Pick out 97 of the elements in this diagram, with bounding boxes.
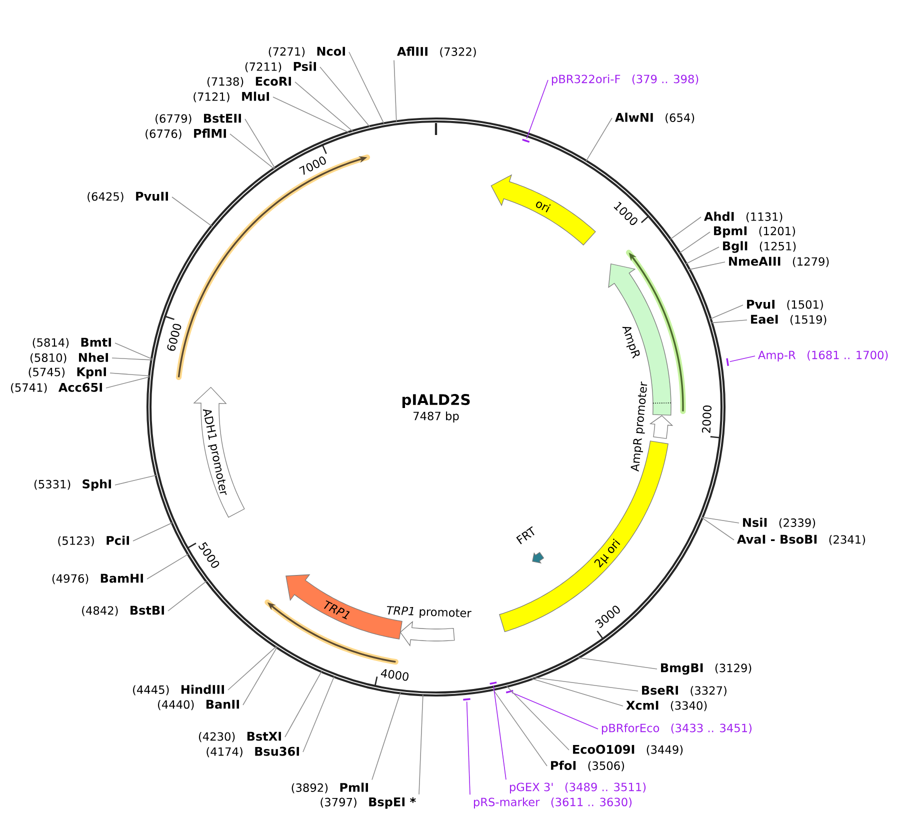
leader-line <box>294 82 354 132</box>
leader-line <box>284 670 322 738</box>
leader-line <box>466 701 470 795</box>
leader-line <box>114 342 152 360</box>
site-label: (4230) BstXI <box>198 732 281 742</box>
leader-line <box>670 216 702 240</box>
site-feature: FRT <box>516 526 544 564</box>
leader-line <box>302 676 335 752</box>
leader-line <box>320 66 370 128</box>
leader-line <box>688 262 726 270</box>
primer-mark <box>726 358 729 366</box>
site-label: (6776) PflMI <box>146 128 226 140</box>
leader-line <box>146 554 189 580</box>
site-label: AhdI (1131) <box>704 212 782 222</box>
leader-line <box>710 304 744 320</box>
leader-line <box>168 580 207 612</box>
primer-label: pBR322ori-F (379 .. 398) <box>552 74 698 86</box>
leader-line <box>394 60 397 122</box>
primer-mark <box>506 690 514 694</box>
leader-line <box>679 232 710 254</box>
primer-mark <box>463 698 470 701</box>
site-label: (5741) Acc65I <box>11 382 102 394</box>
site-label: EcoO109I (3449) <box>573 744 683 756</box>
site-label: (3892) PmlI <box>292 782 368 794</box>
primer-mark <box>522 138 530 143</box>
leader-line <box>534 677 638 692</box>
leader-line <box>112 358 152 360</box>
tick-label: 6000 <box>167 324 182 351</box>
tick-label: 7000 <box>298 156 326 175</box>
site-label: (5745) KpnI <box>28 367 106 379</box>
site-label: EaeI (1519) <box>751 314 826 326</box>
node-label: FRT <box>516 526 534 544</box>
site-label: (5331) SphI <box>34 479 111 491</box>
site-label: BglI (1251) <box>723 241 796 253</box>
site-label: (5810) NheI <box>30 352 108 364</box>
leader-line <box>132 522 173 542</box>
site-label: (3797) BspEI * <box>320 797 416 809</box>
tick-label: 2000 <box>702 405 712 433</box>
site-label: (7138) EcoRI <box>207 76 291 88</box>
site-label: BpmI (1201) <box>714 226 796 238</box>
leader-line <box>511 692 598 730</box>
site-label: (7211) PsiI <box>245 62 316 72</box>
site-label: (4174) Bsu36I <box>206 746 299 758</box>
leader-line <box>348 52 384 124</box>
leader-line <box>526 80 548 139</box>
site-label: (6779) BstEII <box>156 114 241 124</box>
primer-label: Amp-R (1681 .. 1700) <box>758 350 888 362</box>
leader-line <box>228 646 277 690</box>
site-label: (6425) PvuII <box>88 192 168 202</box>
leader-line <box>702 516 740 524</box>
leader-line <box>372 692 401 780</box>
site-label: AflIII (7322) <box>397 46 476 58</box>
leader-line <box>586 118 612 162</box>
site-label: PfoI (3506) <box>551 760 624 772</box>
leader-line <box>686 246 720 264</box>
leader-line <box>577 657 658 670</box>
site-label: BseRI (3327) <box>642 686 726 696</box>
leader-line <box>114 474 157 486</box>
plasmid-name: pIALD2S <box>402 394 470 408</box>
site-label: NmeAIII (1279) <box>729 256 829 268</box>
sequence-length: 7487 bp <box>414 412 459 422</box>
site-label: (5814) BmtI <box>32 338 111 348</box>
primer-label: pRS-marker (3611 .. 3630) <box>474 798 632 808</box>
leader-line <box>492 688 548 766</box>
site-label: (4976) BamHI <box>52 574 143 584</box>
site-label: AvaI - BsoBI (2341) <box>737 534 866 546</box>
leader-line <box>711 320 748 324</box>
leader-line <box>531 678 624 706</box>
leader-line <box>172 196 212 227</box>
promoter-feature: ADH1 promoter <box>193 386 245 518</box>
site-label: (5123) PciI <box>58 536 129 546</box>
site-label: (4842) BstBI <box>82 606 164 616</box>
site-label: (7121) MluI <box>194 92 269 102</box>
primer-label: pGEX 3' (3489 .. 3511) <box>510 782 646 794</box>
leader-line <box>244 118 276 169</box>
leader-line <box>493 685 506 780</box>
site-label: XcmI (3340) <box>626 700 707 712</box>
site-label: BmgBI (3129) <box>661 663 752 675</box>
leader-line <box>242 646 278 706</box>
site-label: PvuI (1501) <box>747 300 823 310</box>
site-label: AlwNI (654) <box>615 112 694 124</box>
leader-line <box>106 376 150 388</box>
leader-line <box>272 96 350 133</box>
gene-feature: ori <box>490 174 596 246</box>
site-label: (7271) NcoI <box>268 46 345 58</box>
leader-line <box>230 134 275 170</box>
leader-line <box>729 356 756 362</box>
site-label: (4440) BanII <box>158 700 239 710</box>
leader-line <box>506 686 570 750</box>
site-label: NsiI (2339) <box>743 518 816 528</box>
leader-line <box>702 517 734 540</box>
primer-mark <box>490 682 497 685</box>
leader-line <box>110 372 150 376</box>
tick-label: 4000 <box>380 669 408 681</box>
site-label: (4445) HindIII <box>133 684 224 696</box>
leader-line <box>418 694 424 795</box>
primer-label: pBRforEco (3433 .. 3451) <box>602 724 752 734</box>
